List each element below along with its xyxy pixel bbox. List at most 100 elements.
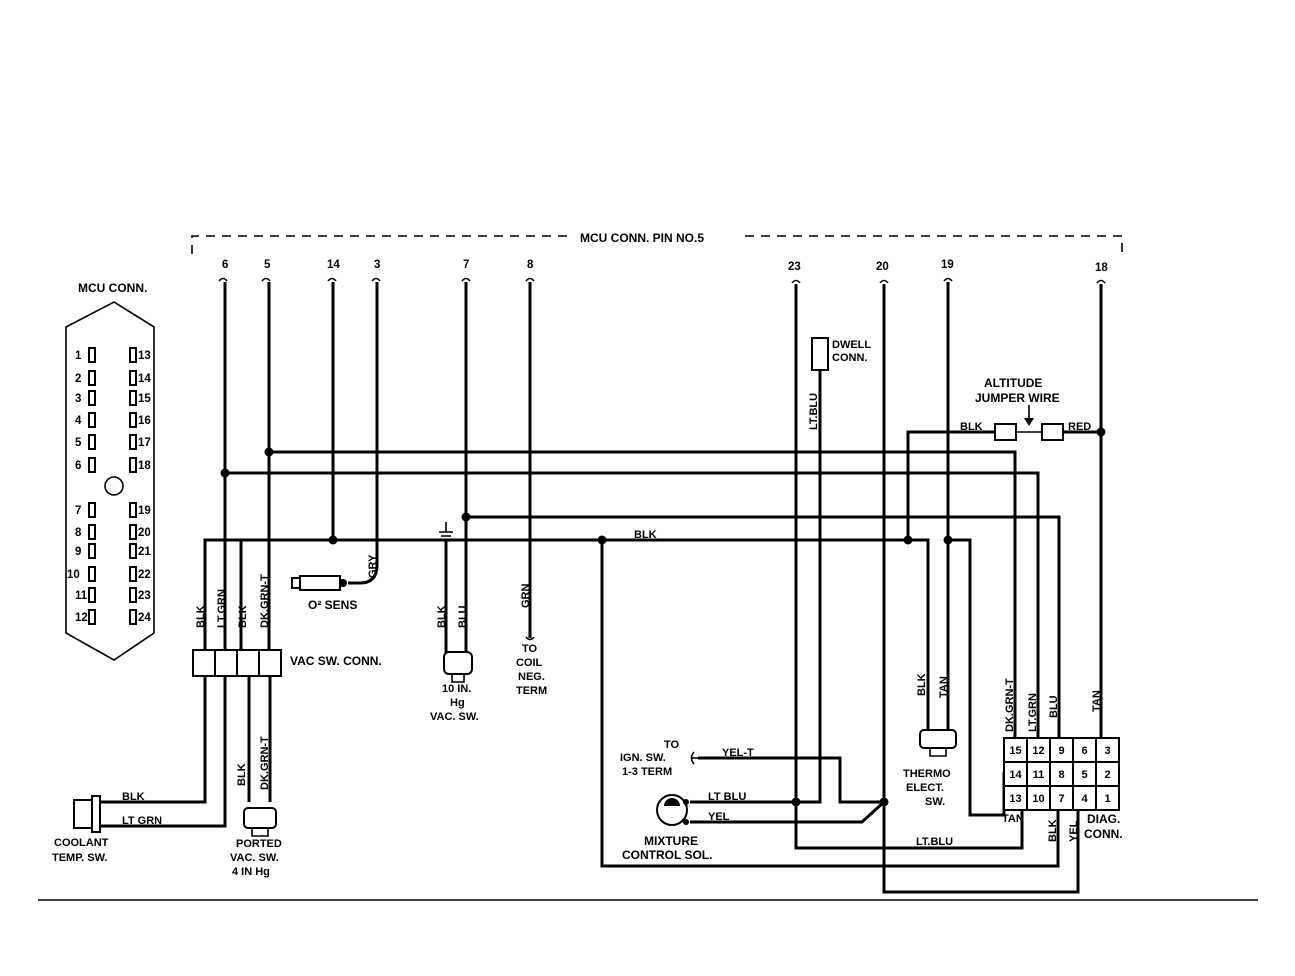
pin-hooks xyxy=(218,277,1106,641)
diag-pin-number: 1 xyxy=(1104,793,1110,805)
altitude-label-2: JUMPER WIRE xyxy=(975,391,1060,405)
mcu-pin-slot xyxy=(129,609,137,625)
diag-pin-number: 15 xyxy=(1009,745,1021,757)
mcu-pin-number: 14 xyxy=(138,373,151,385)
vac-sw-conn-label: VAC SW. CONN. xyxy=(290,654,382,668)
to-ign-label-2: IGN. SW. xyxy=(620,752,666,764)
diag-label-2: CONN. xyxy=(1084,827,1123,841)
pin-number-7: 7 xyxy=(463,259,469,271)
mcu-pin-slot xyxy=(129,412,137,428)
vac-switch-10in: 10 IN. Hg VAC. SW. xyxy=(430,651,479,723)
dwell-label-2: CONN. xyxy=(832,352,867,364)
wire-label-dk-grn-t-vac: DK.GRN-T xyxy=(259,574,271,628)
wire-label-lt-blu-mix: LT BLU xyxy=(708,791,746,803)
mcu-pin-number: 9 xyxy=(75,546,81,558)
mcu-pin-slot xyxy=(129,370,137,386)
pin-numbers: 6 5 14 3 7 8 23 20 19 18 xyxy=(222,259,1108,274)
pin-number-14: 14 xyxy=(327,259,340,271)
wire-labels-vertical: LT.BLU GRY GRN BLK BLU BLK LT.GRN BLK DK… xyxy=(195,393,1103,842)
mixture-label-1: MIXTURE xyxy=(644,834,698,848)
o2-sensor: O² SENS xyxy=(291,575,357,612)
mcu-pin-slot xyxy=(129,457,137,473)
wire-label-blk-altitude: BLK xyxy=(960,421,983,433)
mcu-pin-number: 13 xyxy=(138,350,151,362)
mcu-pin-slot xyxy=(129,434,137,450)
to-ign-label-1: TO xyxy=(664,739,680,751)
mcu-pin-number: 17 xyxy=(138,437,151,449)
wire-label-lt-grn-diag: LT.GRN xyxy=(1027,693,1039,732)
diag-label-1: DIAG. xyxy=(1087,812,1120,826)
wire-label-lt-blu-dwell: LT.BLU xyxy=(808,393,820,430)
diag-pin-number: 8 xyxy=(1058,769,1064,781)
mcu-pin-slot xyxy=(129,347,137,363)
mcu-pin-number: 8 xyxy=(75,527,82,539)
ported-label-2: VAC. SW. xyxy=(230,852,279,864)
ported-label-3: 4 IN Hg xyxy=(232,866,270,878)
mcu-pin-number: 22 xyxy=(138,569,151,581)
pin-number-6: 6 xyxy=(222,259,228,271)
pin-number-8: 8 xyxy=(527,259,534,271)
vac-10in-label-2: Hg xyxy=(450,697,465,709)
diag-pin-number: 11 xyxy=(1033,769,1045,781)
thermo-label-3: SW. xyxy=(925,796,945,808)
pin-number-3: 3 xyxy=(374,259,380,271)
wire-label-yel-t: YEL-T xyxy=(722,747,754,759)
mixture-label-2: CONTROL SOL. xyxy=(622,848,712,862)
diag-pin-number: 5 xyxy=(1081,769,1087,781)
vac-10in-label-3: VAC. SW. xyxy=(430,711,479,723)
wire-label-blu-10in: BLU xyxy=(457,605,469,628)
header-bracket: MCU CONN. PIN NO.5 xyxy=(191,231,1123,254)
mcu-pin-slot xyxy=(129,587,137,603)
mcu-pin-number: 23 xyxy=(138,590,151,602)
wire-label-blk-vac2: BLK xyxy=(237,605,249,628)
mcu-pin-slot xyxy=(88,609,96,625)
diag-pin-number: 12 xyxy=(1032,745,1044,757)
wire-label-blk-thermo: BLK xyxy=(916,673,928,696)
mcu-pin-number: 16 xyxy=(138,415,151,427)
ground-symbol xyxy=(439,522,453,541)
diag-pin-number: 9 xyxy=(1058,745,1064,757)
header-label: MCU CONN. PIN NO.5 xyxy=(580,231,704,245)
wire-label-red: RED xyxy=(1068,421,1091,433)
mcu-pin-number: 4 xyxy=(75,415,82,427)
dwell-label-1: DWELL xyxy=(832,339,871,351)
mcu-pin-number: 20 xyxy=(138,527,151,539)
o2-sens-label: O² SENS xyxy=(308,598,357,612)
mcu-pin-slot xyxy=(129,524,137,540)
mcu-pin-number: 15 xyxy=(138,393,151,405)
mcu-pin-number: 19 xyxy=(138,505,151,517)
mcu-pin-slot xyxy=(129,390,137,406)
coolant-label-2: TEMP. SW. xyxy=(52,852,107,864)
mcu-pin-slot xyxy=(129,502,137,518)
mcu-pin-slot xyxy=(88,587,96,603)
to-coil-label-1: TO xyxy=(522,643,538,655)
mcu-pin-slot xyxy=(88,543,96,559)
diag-pin-number: 4 xyxy=(1081,793,1088,805)
dwell-connector: DWELL CONN. xyxy=(811,337,871,371)
diag-pin-number: 14 xyxy=(1009,769,1022,781)
vac-sw-connector: VAC SW. CONN. xyxy=(192,649,382,677)
mcu-pin-number: 6 xyxy=(75,460,81,472)
to-ignition: TO IGN. SW. 1-3 TERM xyxy=(620,739,695,778)
mcu-pin-slot xyxy=(88,566,96,582)
wire-label-dk-grn-t-diag: DK.GRN-T xyxy=(1004,678,1016,732)
junction-dots xyxy=(220,427,1106,807)
diag-pin-number: 2 xyxy=(1104,769,1110,781)
mcu-conn-title: MCU CONN. xyxy=(78,281,147,295)
mcu-pin-slot xyxy=(88,457,96,473)
wire-label-lt-blu-bottom: LT.BLU xyxy=(916,836,953,848)
to-coil-label-2: COIL xyxy=(516,657,543,669)
to-coil-label-4: TERM xyxy=(516,685,547,697)
wire-label-tan-thermo: TAN xyxy=(938,676,950,698)
mcu-pin-slot xyxy=(88,524,96,540)
wire-label-dk-grn-t-ported: DK.GRN-T xyxy=(259,736,271,790)
pin-number-20: 20 xyxy=(876,261,889,273)
mcu-pin-number: 24 xyxy=(138,612,151,624)
wire-label-yel-mix: YEL xyxy=(708,811,730,823)
wire-label-lt-grn-coolant: LT GRN xyxy=(122,815,162,827)
mcu-pin-slot xyxy=(88,370,96,386)
diag-pin-number: 3 xyxy=(1104,745,1110,757)
